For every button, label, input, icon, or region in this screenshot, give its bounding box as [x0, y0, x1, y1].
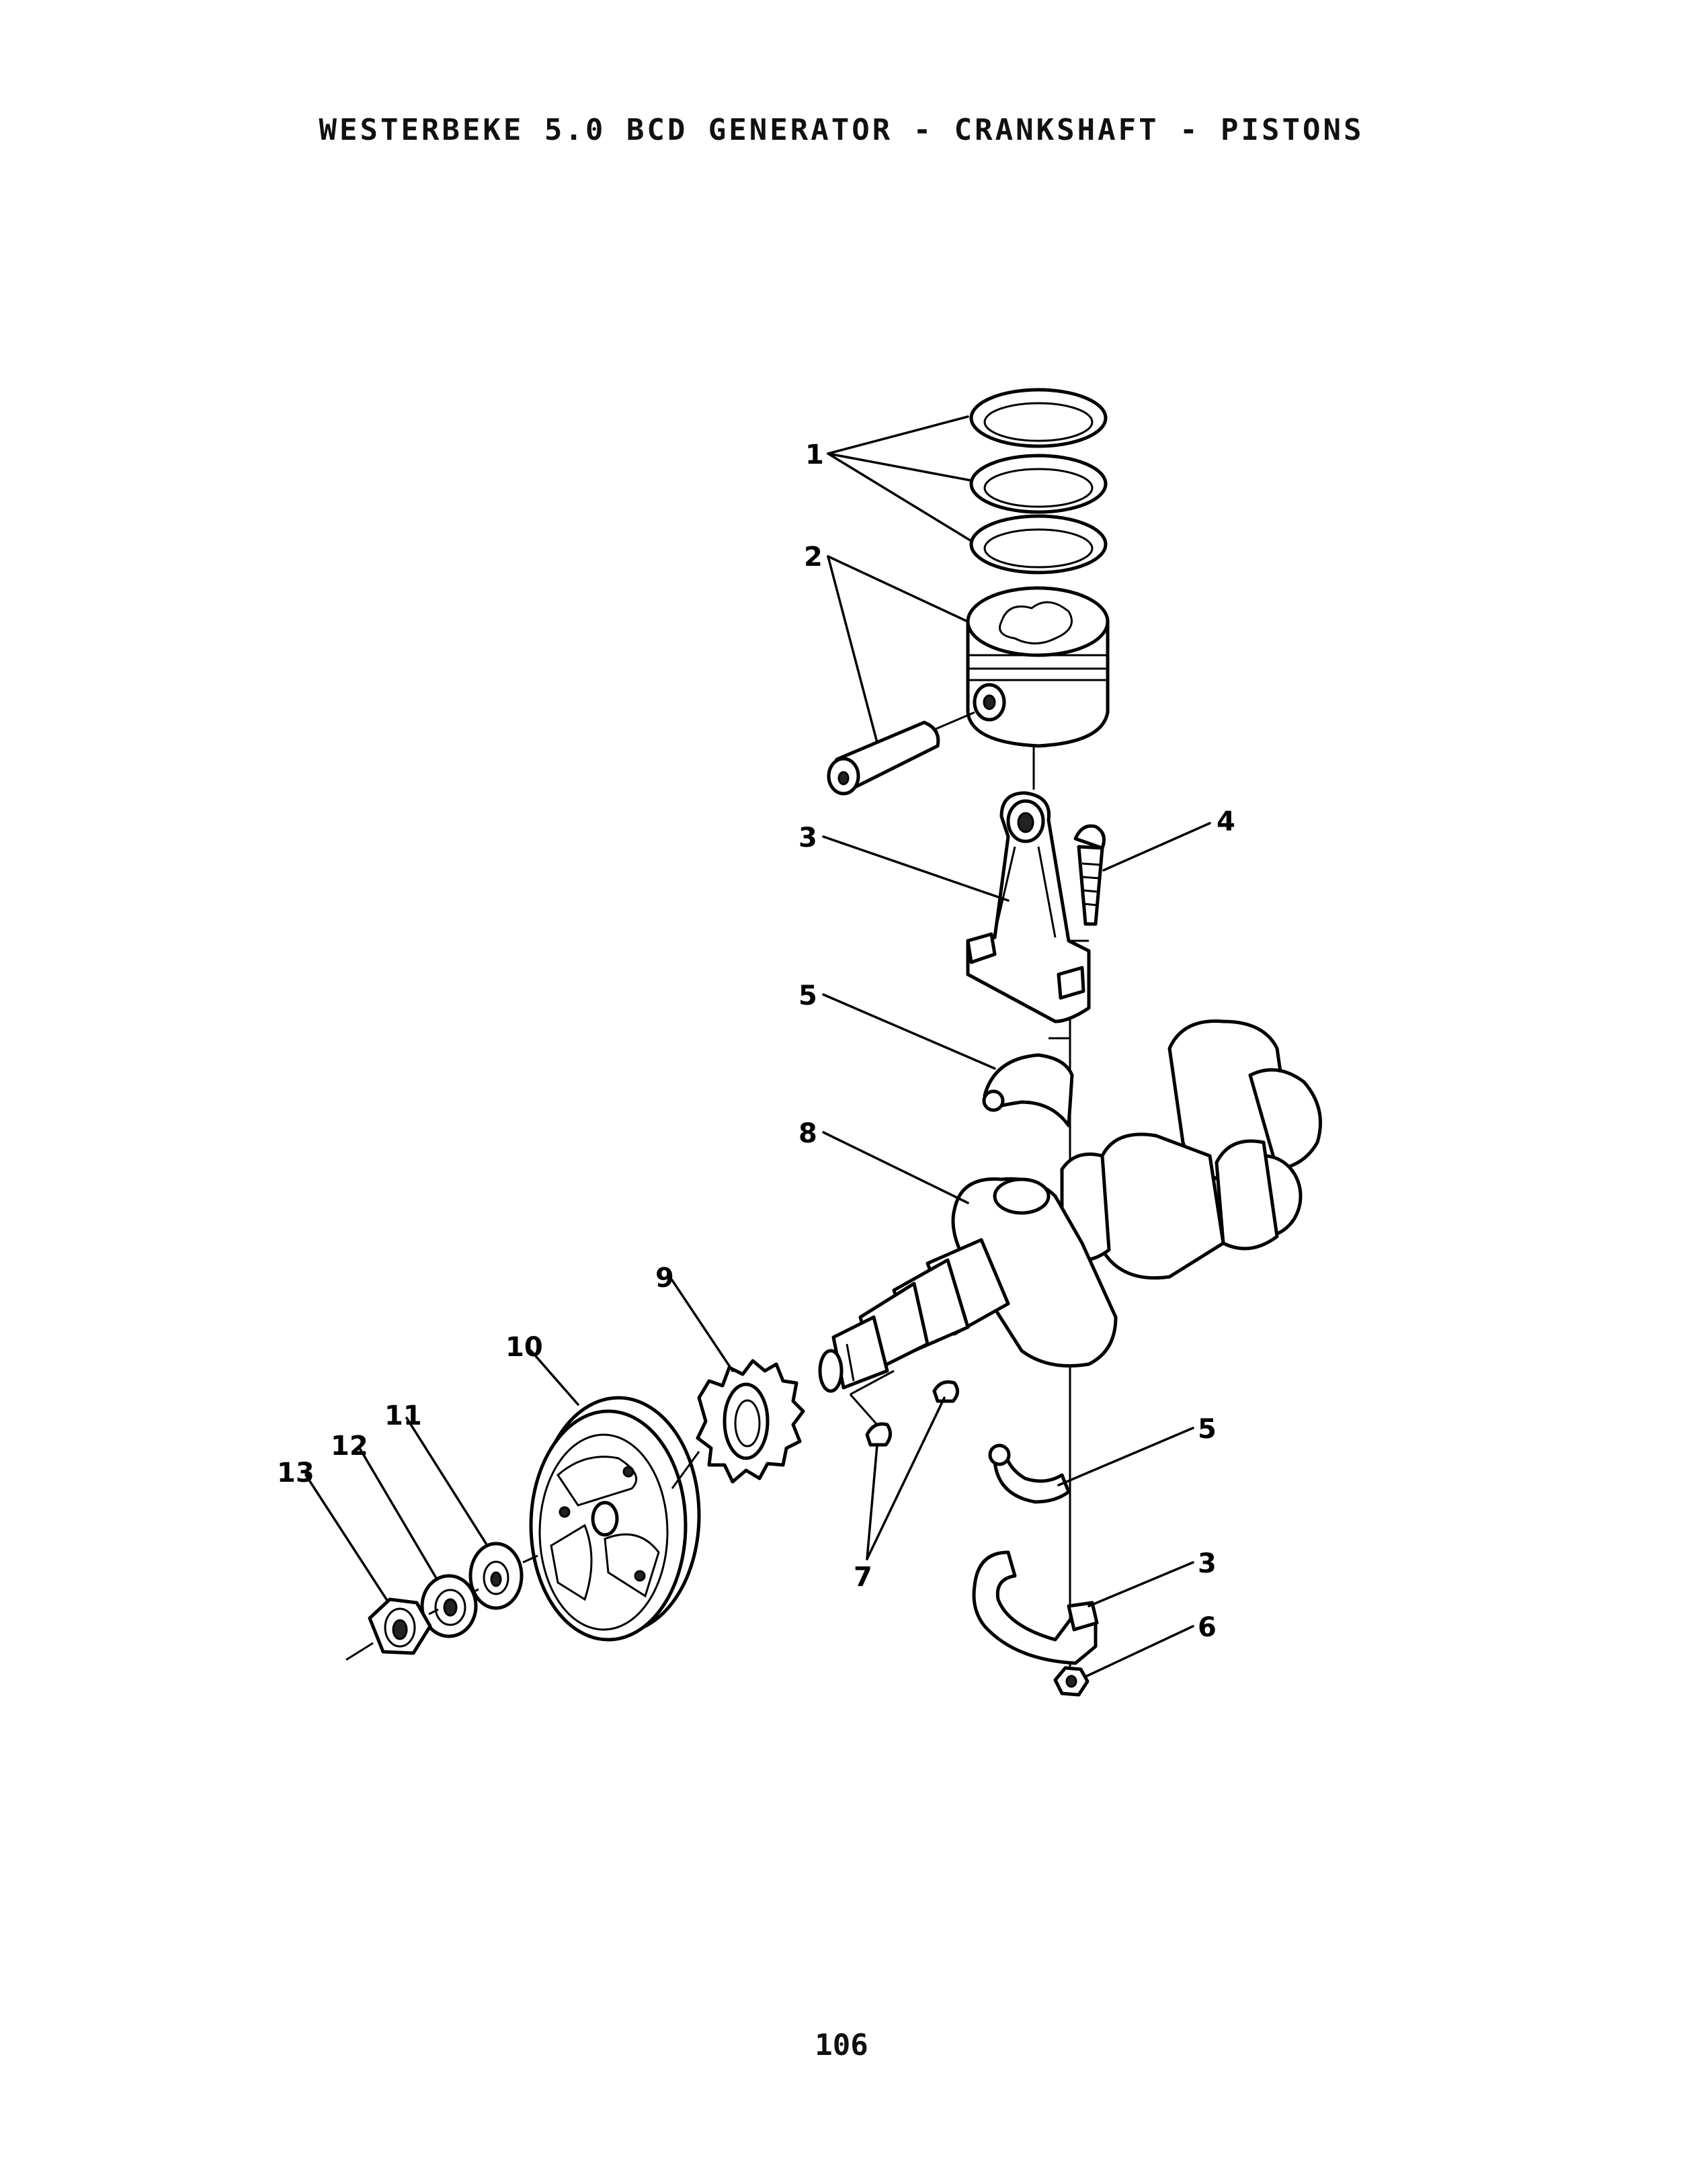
crankshaft-pulley	[529, 1396, 701, 1642]
crankshaft-nut	[345, 1597, 439, 1661]
callout-2: 2	[804, 542, 823, 573]
callout-4: 4	[1217, 806, 1235, 837]
crankshaft-gear	[696, 1359, 805, 1484]
page-title: WESTERBEKE 5.0 BCD GENERATOR - CRANKSHAF…	[319, 113, 1364, 147]
lower-bearing-shell	[988, 1443, 1071, 1504]
callout-5-lower: 5	[1198, 1414, 1217, 1445]
callout-8: 8	[798, 1118, 817, 1149]
callout-1: 1	[805, 439, 824, 470]
callout-6: 6	[1198, 1612, 1217, 1643]
leader-lines	[304, 415, 1211, 1678]
callout-13: 13	[277, 1458, 315, 1488]
connecting-rod-bolt	[1073, 824, 1106, 926]
piston-pin	[827, 720, 940, 796]
page-number: 106	[815, 2028, 868, 2062]
callout-3-cap: 3	[1198, 1548, 1217, 1579]
connecting-rod	[966, 791, 1091, 1023]
connecting-rod-cap	[972, 1550, 1099, 1665]
callout-10: 10	[505, 1332, 543, 1363]
woodruff-keys	[849, 1370, 959, 1447]
callout-9: 9	[655, 1263, 674, 1294]
piston-rings	[969, 388, 1108, 575]
crankshaft	[818, 1019, 1322, 1393]
callout-11: 11	[384, 1400, 422, 1431]
callout-12: 12	[331, 1431, 368, 1462]
callout-7: 7	[854, 1562, 872, 1593]
piston-assembly	[927, 586, 1110, 748]
upper-bearing-shell	[982, 1053, 1074, 1128]
lock-washer	[420, 1574, 479, 1638]
callout-3-rod: 3	[798, 823, 817, 853]
callout-5-upper: 5	[798, 980, 817, 1011]
flat-washer	[468, 1542, 538, 1610]
connecting-rod-nut	[1053, 1666, 1090, 1697]
